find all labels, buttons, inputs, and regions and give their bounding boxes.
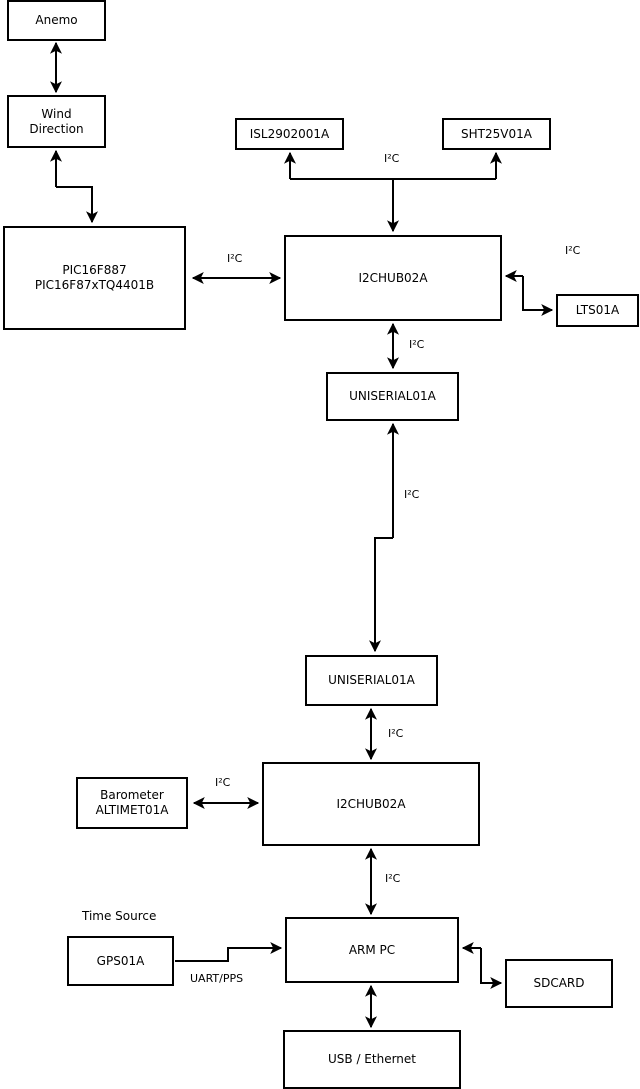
node-wind-direction-label: Wind: [41, 106, 72, 121]
edge-gps-armpc: [175, 942, 283, 962]
node-wind-direction[interactable]: Wind Direction: [7, 95, 106, 148]
node-arm-pc[interactable]: ARM PC: [285, 917, 459, 983]
edge-hub1-lts: [522, 276, 554, 316]
node-sht25v01a-label: SHT25V01A: [461, 126, 532, 141]
node-i2chub02a-top-label: I2CHUB02A: [358, 270, 428, 285]
node-isl2902001a-label: ISL2902001A: [249, 126, 330, 141]
edge-label-barometer-hub2: I²C: [215, 776, 231, 789]
edge-label-pic-hub1: I²C: [227, 252, 243, 265]
node-usb-ethernet[interactable]: USB / Ethernet: [283, 1030, 461, 1089]
node-pic-mcu-label: PIC16F887: [62, 263, 127, 277]
node-usb-ethernet-label: USB / Ethernet: [328, 1052, 416, 1066]
node-barometer-label: Barometer: [100, 788, 164, 802]
node-gps01a-label: GPS01A: [96, 953, 145, 968]
node-barometer-label-2: ALTIMET01A: [95, 803, 169, 817]
edge-uniserial1-uniserial2-down: [369, 537, 393, 653]
node-sdcard-label: SDCARD: [533, 976, 585, 990]
node-uniserial01a-upper-label: UNISERIAL01A: [349, 389, 436, 403]
node-uniserial01a-upper[interactable]: UNISERIAL01A: [326, 372, 459, 421]
node-isl2902001a[interactable]: ISL2902001A: [235, 118, 344, 150]
edge-label-hub1-sensors: I²C: [384, 152, 400, 165]
node-uniserial01a-lower[interactable]: UNISERIAL01A: [305, 655, 438, 706]
node-anemo[interactable]: Anemo: [7, 0, 106, 41]
edge-wind-pic-down: [56, 186, 98, 224]
label-time-source: Time Source: [82, 909, 157, 923]
node-lts01a-label: LTS01A: [575, 303, 620, 317]
node-pic-mcu-label-2: PIC16F87xTQ4401B: [34, 278, 155, 292]
node-i2chub02a-bottom-label: I2CHUB02A: [336, 796, 406, 811]
edge-armpc-sdcard: [480, 948, 503, 989]
node-wind-direction-label-2: Direction: [29, 121, 84, 136]
node-pic-mcu[interactable]: PIC16F887 PIC16F87xTQ4401B: [3, 226, 186, 330]
edge-label-uniserial1-uniserial2: I²C: [404, 488, 420, 501]
node-uniserial01a-lower-label: UNISERIAL01A: [328, 673, 415, 687]
edge-label-hub1-lts: I²C: [565, 244, 581, 257]
edge-label-hub1-uniserial1: I²C: [409, 338, 425, 351]
edge-label-gps-armpc: UART/PPS: [190, 972, 244, 985]
node-anemo-label: Anemo: [35, 13, 78, 27]
node-sht25v01a[interactable]: SHT25V01A: [442, 118, 551, 150]
node-i2chub02a-bottom[interactable]: I2CHUB02A: [262, 762, 480, 846]
node-i2chub02a-top[interactable]: I2CHUB02A: [284, 235, 502, 321]
node-sdcard[interactable]: SDCARD: [505, 959, 613, 1008]
node-barometer[interactable]: Barometer ALTIMET01A: [76, 777, 188, 829]
node-lts01a[interactable]: LTS01A: [556, 294, 639, 327]
edge-label-uniserial2-hub2: I²C: [388, 727, 404, 740]
node-arm-pc-label: ARM PC: [348, 942, 396, 957]
edge-label-hub2-armpc: I²C: [385, 872, 401, 885]
node-gps01a[interactable]: GPS01A: [67, 936, 174, 986]
